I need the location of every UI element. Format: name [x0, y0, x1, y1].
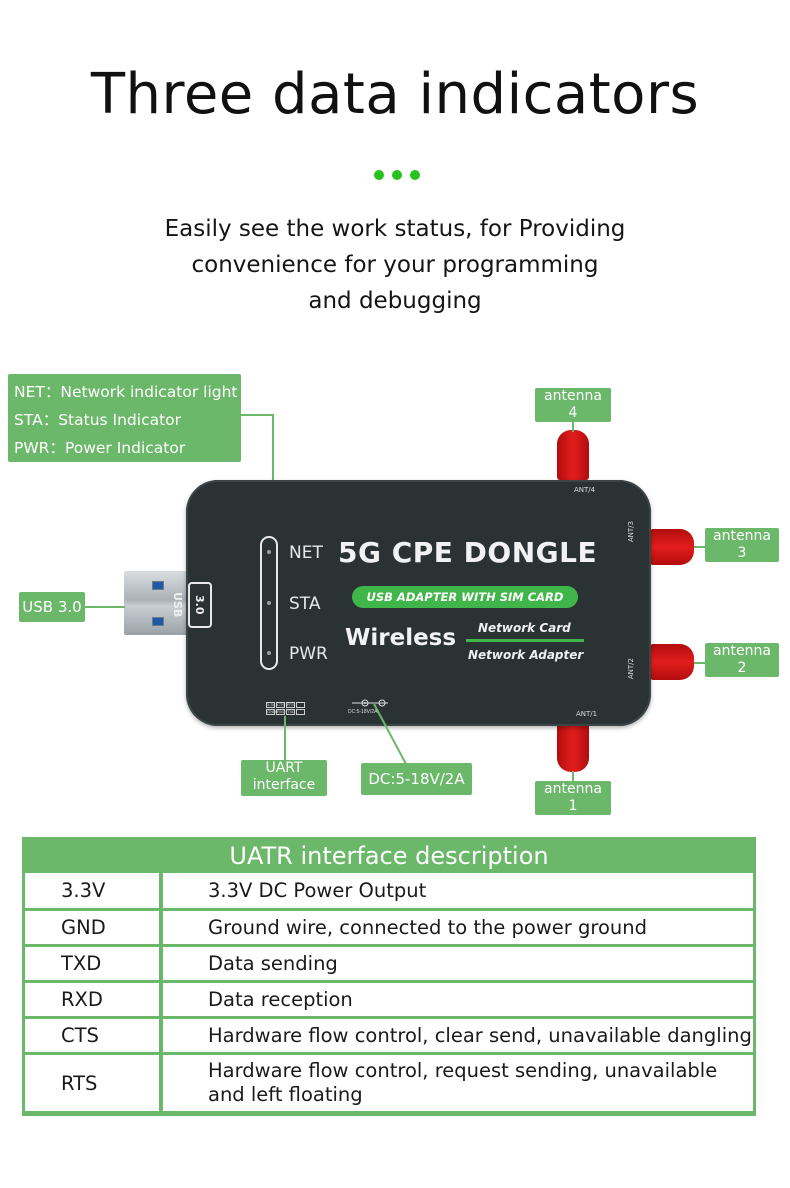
- antenna-3-callout: antenna 3: [705, 528, 779, 562]
- antenna-1-connector-icon: [557, 722, 589, 772]
- pin: GND: [266, 709, 276, 715]
- device-ant1-label: ANT/1: [576, 710, 598, 718]
- device-title: 5G CPE DONGLE: [338, 536, 598, 569]
- leader-line: [85, 606, 125, 608]
- table-row: 3.3V 3.3V DC Power Output: [25, 873, 753, 908]
- antenna-word: antenna: [544, 781, 602, 797]
- antenna-1-callout: antenna 1: [535, 781, 611, 815]
- antenna-2-callout: antenna 2: [705, 643, 779, 677]
- subtitle-line: Easily see the work status, for Providin…: [164, 216, 626, 242]
- table-cell-desc: Data reception: [163, 983, 753, 1016]
- table-cell-pin: 3.3V: [25, 873, 159, 908]
- usb-pin-icon: [152, 617, 164, 626]
- led-sta-icon: [267, 601, 271, 605]
- leader-line: [572, 771, 574, 781]
- uart-table: UATR interface description 3.3V 3.3V DC …: [22, 837, 756, 1116]
- device-network-card-text: Network Card: [478, 621, 571, 635]
- table-row: GND Ground wire, connected to the power …: [25, 911, 753, 944]
- table-row: TXD Data sending: [25, 947, 753, 980]
- device-subtitle-pill: USB ADAPTER WITH SIM CARD: [352, 586, 578, 608]
- pin: CTS: [276, 702, 285, 708]
- dot-icon: [410, 170, 420, 180]
- table-cell-desc: Data sending: [163, 947, 753, 980]
- device-divider: [466, 639, 584, 642]
- antenna-word: antenna: [544, 388, 602, 404]
- subtitle-line: and debugging: [308, 288, 482, 314]
- pin: [296, 702, 305, 708]
- uart-callout-line2: interface: [252, 777, 316, 793]
- led-pwr-icon: [267, 651, 271, 655]
- table-cell-pin: TXD: [25, 947, 159, 980]
- usb-port-label: 3.0 USB: [171, 582, 212, 628]
- subtitle-line: convenience for your programming: [191, 252, 599, 278]
- leader-line: [373, 704, 407, 764]
- table-cell-desc: Ground wire, connected to the power grou…: [163, 911, 753, 944]
- indicator-callout: NET：Network indicator light STA：Status I…: [8, 374, 241, 462]
- table-cell-pin: CTS: [25, 1019, 159, 1052]
- pin: RXD: [276, 709, 286, 715]
- pin: 3.3V: [266, 702, 276, 708]
- page-headline: Three data indicators: [90, 62, 700, 127]
- table-cell-desc: Hardware flow control, request sending, …: [163, 1055, 753, 1111]
- callout-pwr: PWR：Power Indicator: [14, 439, 186, 457]
- table-cell-pin: GND: [25, 911, 159, 944]
- antenna-4-callout: antenna 4: [535, 388, 611, 422]
- uart-callout-line1: UART: [265, 760, 303, 776]
- device-network-adapter-text: Network Adapter: [468, 648, 584, 662]
- table-row: RTS Hardware flow control, request sendi…: [25, 1055, 753, 1111]
- antenna-2-connector-icon: [650, 644, 694, 680]
- antenna-number: 3: [737, 545, 747, 561]
- leader-line: [694, 546, 705, 548]
- dc-jack-icon: [352, 699, 388, 707]
- leader-line: [272, 414, 274, 542]
- dot-icon: [392, 170, 402, 180]
- device-ant4-label: ANT/4: [574, 486, 596, 494]
- antenna-4-connector-icon: [557, 430, 589, 480]
- uart-table-title: UATR interface description: [229, 842, 549, 870]
- uart-callout: UART interface: [241, 760, 327, 796]
- antenna-number: 1: [568, 798, 578, 814]
- led-track: [260, 536, 278, 670]
- pin: TXD: [286, 709, 295, 715]
- usb-pin-icon: [152, 581, 164, 590]
- subtitle: Easily see the work status, for Providin…: [95, 211, 695, 319]
- table-row: CTS Hardware flow control, clear send, u…: [25, 1019, 753, 1052]
- led-label-sta: STA: [289, 594, 321, 614]
- table-cell-desc: Hardware flow control, clear send, unava…: [163, 1019, 753, 1052]
- pin: RTS: [286, 702, 295, 708]
- antenna-word: antenna: [713, 528, 771, 544]
- leader-line: [284, 716, 286, 760]
- decorative-dots: [374, 170, 424, 182]
- antenna-word: antenna: [713, 643, 771, 659]
- callout-sta: STA：Status Indicator: [14, 411, 182, 429]
- led-label-net: NET: [289, 543, 323, 563]
- usb-plug: [124, 571, 188, 635]
- table-row: RXD Data reception: [25, 983, 753, 1016]
- device-dc-text: DC:5-18V/2A: [348, 709, 378, 715]
- leader-line: [694, 662, 705, 664]
- dot-icon: [374, 170, 384, 180]
- antenna-number: 4: [568, 405, 578, 421]
- led-net-icon: [267, 550, 271, 554]
- leader-line: [241, 414, 273, 416]
- leader-line: [572, 422, 574, 432]
- pin: [296, 709, 305, 715]
- usb-callout: USB 3.0: [19, 592, 85, 622]
- led-label-pwr: PWR: [289, 644, 328, 664]
- antenna-3-connector-icon: [650, 529, 694, 565]
- dc-callout: DC:5-18V/2A: [361, 763, 472, 795]
- antenna-number: 2: [737, 660, 747, 676]
- device-wireless-text: Wireless: [345, 625, 457, 651]
- callout-net: NET：Network indicator light: [14, 383, 238, 401]
- device-ant3-label: ANT/3: [627, 521, 635, 543]
- table-cell-desc: 3.3V DC Power Output: [163, 873, 753, 908]
- table-cell-pin: RTS: [25, 1055, 159, 1111]
- uart-pin-header: 3.3V CTS RTS GND RXD TXD: [266, 702, 305, 715]
- table-cell-pin: RXD: [25, 983, 159, 1016]
- device-ant2-label: ANT/2: [627, 658, 635, 680]
